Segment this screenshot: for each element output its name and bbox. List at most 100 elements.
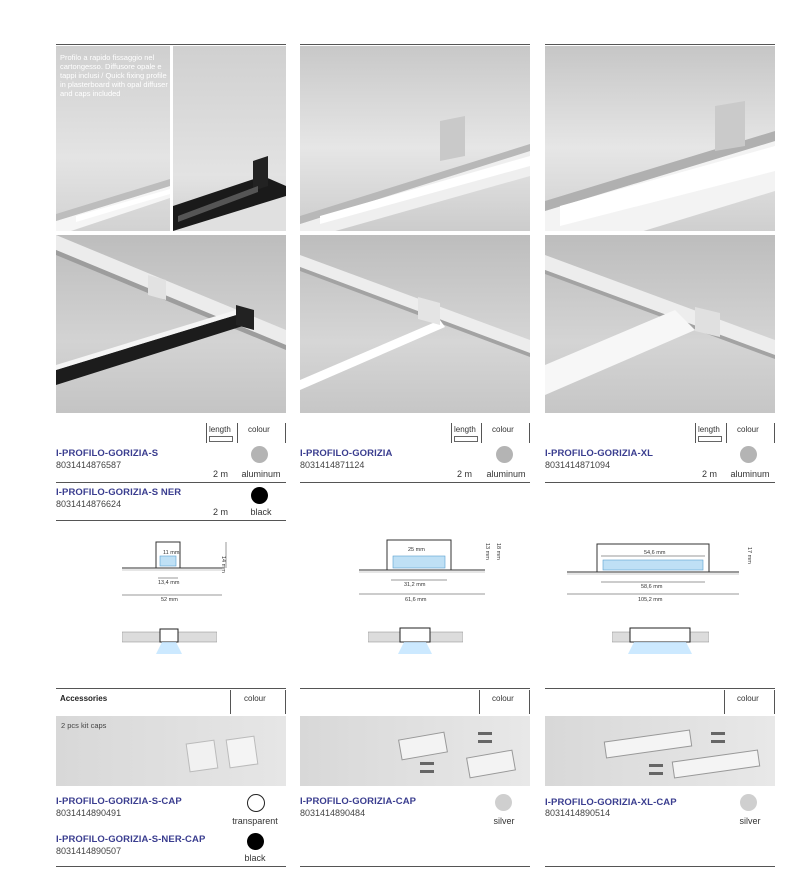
product-description: Profilo a rapido fissaggio nel cartonges… (60, 53, 168, 98)
row-rule (300, 482, 530, 483)
accessory-code: I-PROFILO-GORIZIA-S-CAP (56, 796, 182, 807)
dim-m-inner: 25 mm (408, 547, 425, 553)
accessory-ean: 8031414890507 (56, 846, 122, 856)
accessories-top-rule (56, 688, 286, 689)
profile-xl-section-drawing (567, 543, 739, 595)
dim-m-height2: 18 mm (495, 543, 501, 560)
profile-photo-gorizia-xl (545, 46, 775, 231)
header-divider (451, 423, 452, 443)
accessory-code: I-PROFILO-GORIZIA-S-NER-CAP (56, 834, 206, 845)
top-rule (56, 44, 286, 45)
cap-photo-s (56, 716, 286, 786)
bottom-rule (300, 866, 530, 867)
row-rule (56, 482, 286, 483)
product-colour: black (250, 507, 272, 517)
header-divider (481, 423, 482, 443)
dim-s-height: 14 mm (220, 556, 226, 573)
header-divider (695, 423, 696, 443)
profile-m-section-drawing (359, 539, 485, 595)
colour-swatch-transparent (247, 794, 265, 812)
accessory-code: I-PROFILO-GORIZIA-CAP (300, 796, 417, 807)
accessory-ean: 8031414890491 (56, 808, 122, 818)
product-code: I-PROFILO-GORIZIA-S NER (56, 487, 182, 498)
header-divider (237, 423, 238, 443)
accessory-colour: silver (739, 816, 761, 826)
length-header: length (454, 425, 476, 434)
dim-s-inner: 11 mm (163, 550, 180, 556)
accessory-ean: 8031414890514 (545, 808, 611, 818)
installation-photo-xl (545, 235, 775, 413)
accessories-top-rule (300, 688, 530, 689)
colour-swatch-black (251, 487, 268, 504)
header-divider (230, 690, 231, 714)
length-icon (454, 436, 478, 442)
installation-photo-m (300, 235, 530, 413)
colour-header: colour (244, 694, 266, 703)
profile-s-section-drawing (122, 541, 227, 596)
colour-swatch-aluminum (496, 446, 513, 463)
colour-header: colour (492, 694, 514, 703)
dim-m-base: 31,2 mm (404, 582, 426, 588)
dim-m-height: 13 mm (484, 543, 490, 560)
header-divider (724, 690, 725, 714)
bottom-rule (56, 866, 286, 867)
header-divider (726, 423, 727, 443)
product-ean: 8031414871124 (300, 460, 365, 470)
product-ean: 8031414876587 (56, 460, 122, 470)
dim-s-base: 13,4 mm (158, 580, 180, 586)
dim-m-total: 61,6 mm (405, 597, 427, 603)
product-colour: aluminum (486, 469, 526, 479)
product-colour: aluminum (730, 469, 770, 479)
product-ean: 8031414871094 (545, 460, 611, 470)
installed-section-xl (612, 627, 709, 654)
colour-header: colour (248, 425, 270, 434)
accessory-colour: transparent (232, 816, 278, 826)
header-divider (479, 690, 480, 714)
header-divider (206, 423, 207, 443)
bottom-rule (545, 866, 775, 867)
dim-xl-inner: 54,6 mm (644, 550, 666, 556)
header-divider (529, 690, 530, 714)
length-header: length (209, 425, 231, 434)
product-length: 2 m (702, 469, 718, 479)
colour-swatch-aluminum (740, 446, 757, 463)
dim-xl-height: 17 mm (746, 547, 752, 564)
dim-xl-total: 105,2 mm (638, 597, 663, 603)
colour-swatch-aluminum (251, 446, 268, 463)
accessory-code: I-PROFILO-GORIZIA-XL-CAP (545, 797, 677, 808)
header-divider (285, 423, 286, 443)
product-colour: aluminum (241, 469, 281, 479)
product-length: 2 m (213, 469, 229, 479)
colour-swatch-silver (495, 794, 512, 811)
profile-photo-black (173, 46, 286, 231)
product-ean: 8031414876624 (56, 499, 122, 509)
accessory-colour: silver (493, 816, 515, 826)
product-code: I-PROFILO-GORIZIA-S (56, 448, 159, 459)
cap-photo-m (300, 716, 530, 786)
installation-photo-s (56, 235, 286, 413)
accessories-title: Accessories (60, 694, 108, 703)
installed-section-s (122, 628, 217, 654)
top-rule (300, 44, 530, 45)
header-divider (529, 423, 530, 443)
dim-s-total: 52 mm (161, 597, 178, 603)
product-length: 2 m (213, 507, 229, 517)
profile-photo-aluminum (56, 46, 170, 231)
header-divider (774, 690, 775, 714)
kit-caps-label: 2 pcs kit caps (61, 721, 107, 730)
row-rule (545, 482, 775, 483)
length-header: length (698, 425, 720, 434)
accessories-top-rule (545, 688, 775, 689)
colour-swatch-silver (740, 794, 757, 811)
accessory-colour: black (244, 853, 266, 863)
top-rule (545, 44, 775, 45)
header-divider (285, 690, 286, 714)
colour-header: colour (492, 425, 514, 434)
accessory-ean: 8031414890484 (300, 808, 366, 818)
installed-section-m (368, 627, 463, 654)
dim-xl-base: 58,6 mm (641, 584, 663, 590)
profile-photo-gorizia (300, 46, 530, 231)
header-divider (774, 423, 775, 443)
product-length: 2 m (457, 469, 473, 479)
colour-swatch-black (247, 833, 264, 850)
